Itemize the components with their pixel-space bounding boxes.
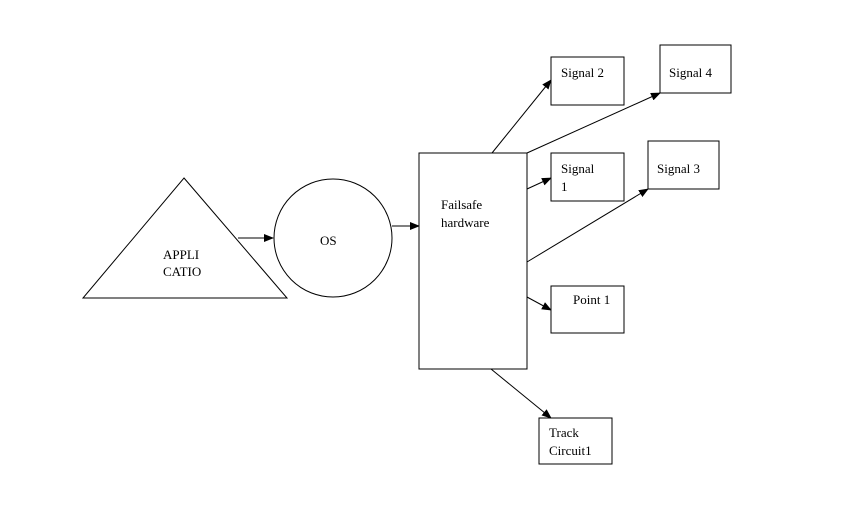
track-circuit-1-box — [538, 417, 613, 465]
failsafe-label-line1: Failsafe — [441, 197, 482, 212]
edge-failsafe-to-signal4 — [526, 92, 661, 154]
application-label-line1: APPLI — [163, 247, 199, 262]
signal-1-label-line2: 1 — [561, 179, 568, 194]
application-triangle — [81, 177, 289, 299]
failsafe-box — [418, 152, 528, 370]
edge-failsafe-to-signal2 — [491, 79, 552, 154]
signal-3-label: Signal 3 — [657, 161, 700, 176]
edge-failsafe-to-signal3 — [526, 188, 649, 263]
node-signal-4: Signal 4 — [659, 44, 732, 94]
node-signal-3: Signal 3 — [647, 140, 720, 190]
point-1-box — [550, 285, 625, 334]
edge-failsafe-to-point1 — [526, 296, 552, 311]
signal-3-box — [647, 140, 720, 190]
application-label-line2: CATIO — [163, 264, 201, 279]
node-failsafe-hardware: Failsafe hardware — [418, 152, 528, 370]
signal-2-box — [550, 56, 625, 106]
signal-1-label-line1: Signal — [561, 161, 595, 176]
track-circuit-1-label-line2: Circuit1 — [549, 443, 592, 458]
node-application: APPLI CATIO — [81, 177, 289, 299]
signal-1-box — [550, 152, 625, 202]
os-label: OS — [320, 233, 337, 248]
node-signal-1: Signal 1 — [550, 152, 625, 202]
failsafe-label-line2: hardware — [441, 215, 490, 230]
signal-2-label: Signal 2 — [561, 65, 604, 80]
signal-4-label: Signal 4 — [669, 65, 712, 80]
point-1-label: Point 1 — [573, 292, 610, 307]
track-circuit-1-label-line1: Track — [549, 425, 579, 440]
node-point-1: Point 1 — [550, 285, 625, 334]
node-track-circuit-1: Track Circuit1 — [538, 417, 613, 465]
node-os: OS — [273, 178, 393, 298]
edge-failsafe-to-signal1 — [526, 177, 552, 190]
node-signal-2: Signal 2 — [550, 56, 625, 106]
edge-failsafe-to-track-circuit1 — [490, 368, 552, 419]
signal-4-box — [659, 44, 732, 94]
os-circle — [273, 178, 393, 298]
